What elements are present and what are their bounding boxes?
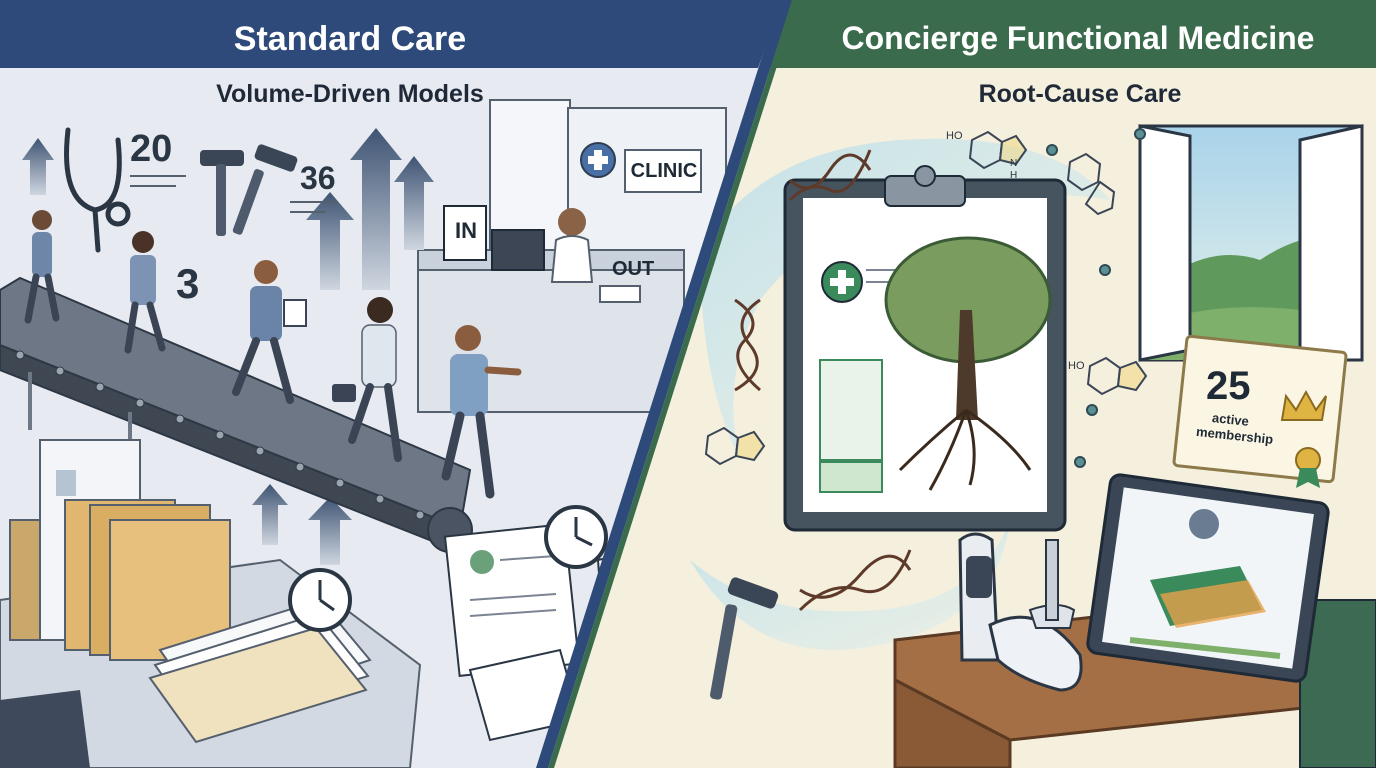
stethoscope-icon [64,127,131,253]
clock-icon [544,505,608,569]
right-panel-title: Concierge Functional Medicine [841,20,1315,56]
patient-figure [332,297,402,462]
molecule-label-ho-2: HO [1068,360,1085,372]
handheld-scanner [958,532,1083,692]
computer-monitor [491,229,545,271]
molecule [704,426,766,466]
right-panel [545,0,1376,768]
patient-figure [232,260,307,404]
molecule [1046,128,1146,468]
clinic-sign-board [624,149,702,193]
file-folders [9,439,231,661]
reflex-hammer-icon [232,144,298,235]
membership-count: 25 [1206,364,1251,408]
in-sign-board [443,205,487,261]
patient-figure [441,325,522,499]
right-header-bar [762,0,1376,68]
molecule [1066,152,1116,216]
left-header-bar [0,0,782,68]
root-cause-clipboard [783,165,1067,532]
patient-count-3: 3 [176,260,200,307]
molecule [1086,356,1148,396]
patient-count-20: 20 [130,128,173,170]
conveyor-belt [0,276,473,554]
tablet [1086,473,1330,683]
receptionist [558,208,586,236]
left-panel [0,0,790,768]
flow-wisp [690,520,1010,650]
left-panel-title: Standard Care [233,20,467,58]
crown-icon [1280,389,1327,421]
out-sign-text: OUT [612,258,655,280]
molecule-label-n: N [1010,158,1018,169]
patient-count-36: 36 [300,160,336,196]
dna-icon [734,298,761,392]
clinic-sign-text: CLINIC [630,160,698,182]
right-panel-subtitle: Root-Cause Care [978,80,1182,108]
reflex-hammer-icon [710,577,779,700]
clock-icon [288,568,352,632]
reflex-hammer-icon [200,150,244,236]
patient-figure [124,231,166,354]
patient-figure [24,210,60,324]
left-panel-subtitle: Volume-Driven Models [216,80,484,108]
open-window [1138,124,1364,362]
membership-certificate [1172,334,1348,488]
molecule-label-h: H [1010,170,1018,181]
dna-icon [788,149,872,202]
panel-divider-accent [548,0,798,768]
dna-icon [798,549,912,612]
in-sign-text: IN [455,218,477,243]
volume-arrows [22,128,434,565]
molecule-label-ho-1: HO [946,130,963,142]
out-tray [599,285,641,303]
tree-icon [884,236,1052,491]
molecule [968,130,1028,170]
panel-divider [536,0,792,768]
